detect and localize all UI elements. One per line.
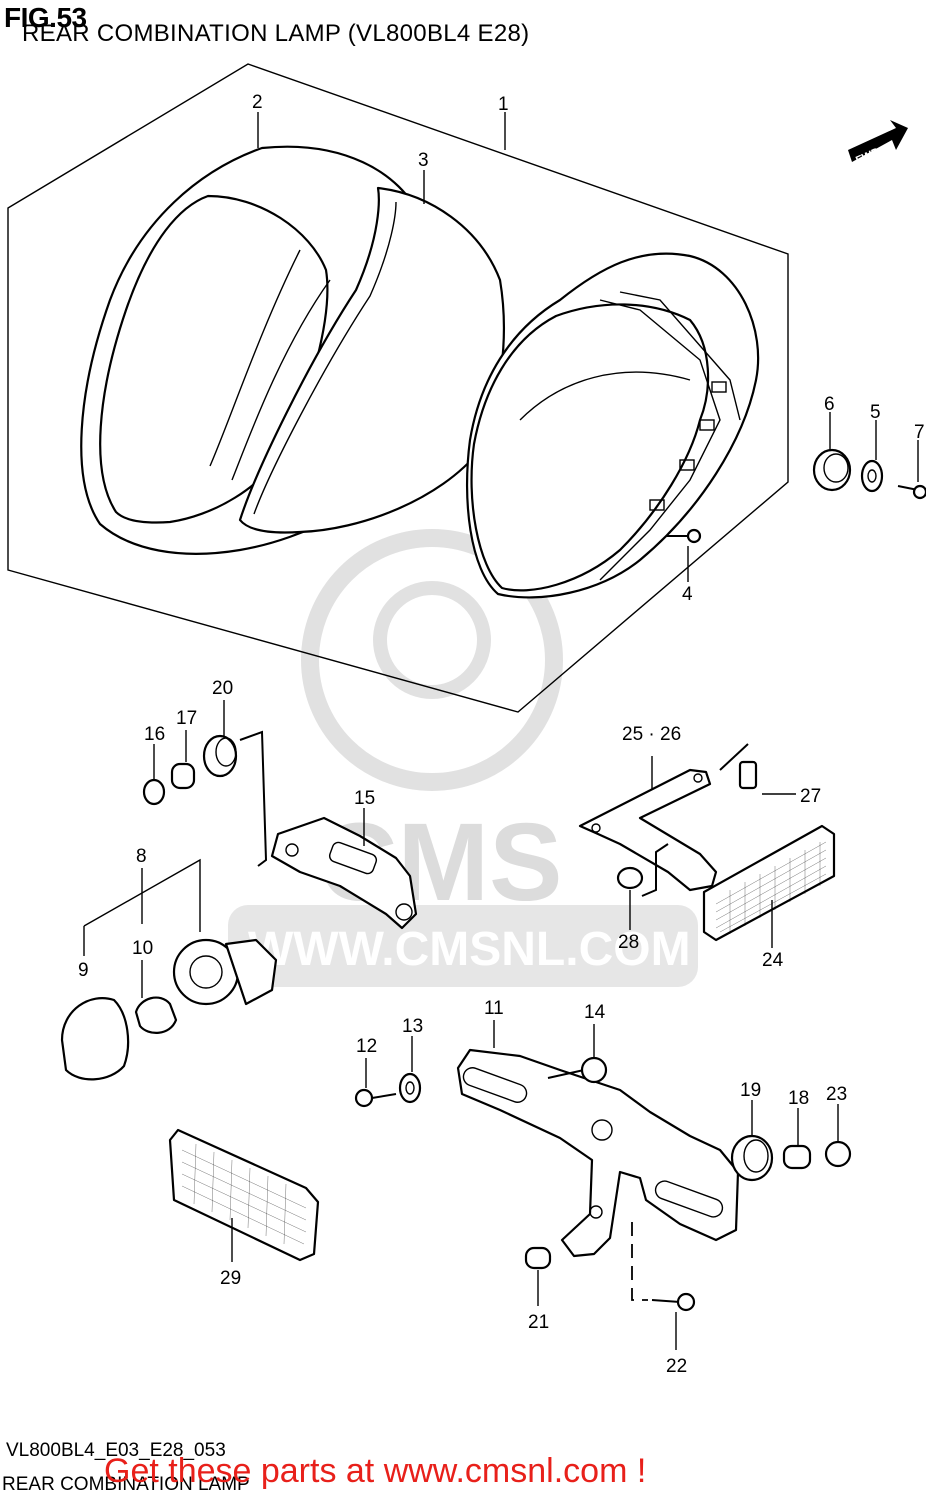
promo-link[interactable]: Get these parts at www.cmsnl.com ! [104, 1452, 647, 1490]
mount-line-22 [631, 1222, 648, 1301]
figure-number: FIG.53 [4, 2, 87, 33]
part-15-bracket [270, 816, 418, 930]
callout-4: 4 [682, 584, 693, 605]
callout-11: 11 [484, 998, 504, 1019]
callout-21: 21 [528, 1312, 549, 1333]
part-16-nut [142, 778, 166, 806]
part-14-nut [580, 1056, 608, 1084]
part-27-bolt [738, 760, 758, 790]
part-24-reflector [702, 824, 836, 942]
callout-10: 10 [132, 938, 153, 959]
part-1-lamp-housing [465, 252, 760, 599]
callout-13: 13 [402, 1016, 423, 1037]
part-11-license-bracket [456, 1048, 740, 1258]
watermark-url-bar [228, 905, 698, 987]
callout-20: 20 [212, 678, 233, 699]
watermark-logo-face [373, 581, 491, 699]
callout-2: 2 [252, 92, 263, 113]
footer-diagram-name: REAR COMBINATION LAMP [2, 1474, 250, 1495]
part-6-grommet [812, 448, 852, 492]
part-19-grommet [730, 1134, 774, 1182]
part-29-reflector [168, 1128, 320, 1262]
callout-29: 29 [220, 1268, 241, 1289]
callout-19: 19 [740, 1080, 761, 1101]
callout-18: 18 [788, 1088, 809, 1109]
callout-6: 6 [824, 394, 835, 415]
part-22-bolt [651, 1292, 696, 1312]
part-7-screw [897, 484, 926, 500]
callout-9: 9 [78, 960, 89, 981]
callout-27: 27 [800, 786, 821, 807]
part-23-nut [824, 1140, 852, 1168]
part-3-gasket [238, 186, 506, 534]
callout-17: 17 [176, 708, 197, 729]
mount-line-27 [719, 743, 749, 771]
figure-title: REAR COMBINATION LAMP (VL800BL4 E28) [22, 20, 530, 47]
part-9-lens [60, 997, 130, 1081]
watermark-url: WWW.CMSNL.COM [248, 923, 691, 976]
callout-7: 7 [914, 422, 925, 443]
callout-22: 22 [666, 1356, 687, 1377]
mount-line-15 [239, 730, 268, 867]
part-21-cap [524, 1246, 552, 1270]
part-5-washer [860, 459, 884, 493]
callout-25-26: 25 · 26 [622, 724, 681, 745]
callout-23: 23 [826, 1084, 847, 1105]
callout-3: 3 [418, 150, 429, 171]
callout-labels: 1 2 3 4 5 6 7 8 9 10 11 12 13 14 15 16 1… [78, 92, 925, 1377]
part-8-turn-signal-socket [172, 938, 278, 1006]
callout-8: 8 [136, 846, 147, 867]
part-18-collar [782, 1144, 812, 1170]
footer-diagram-code: VL800BL4_E03_E28_053 [6, 1440, 226, 1461]
part-17-collar [170, 762, 196, 790]
mount-line-28 [641, 843, 669, 897]
callout-1: 1 [498, 94, 509, 115]
callout-16: 16 [144, 724, 165, 745]
callout-12: 12 [356, 1036, 377, 1057]
leader-8-bracket [83, 858, 201, 932]
part-25-26-bracket [578, 768, 718, 892]
callout-14: 14 [584, 1002, 606, 1023]
part-28-nut [616, 866, 644, 890]
mount-line-14 [547, 1069, 585, 1079]
callout-28: 28 [618, 932, 639, 953]
fwd-arrow-icon: FWD [848, 120, 908, 167]
assembly-frame [7, 63, 789, 713]
watermark: CMS WWW.CMSNL.COM [228, 529, 698, 987]
part-4-screw [666, 528, 702, 544]
callout-15: 15 [354, 788, 375, 809]
watermark-logo-ring [301, 529, 563, 791]
part-13-washer [398, 1072, 422, 1104]
part-12-bolt [354, 1088, 397, 1108]
part-10-bulb [134, 996, 178, 1034]
callout-24: 24 [762, 950, 784, 971]
callout-5: 5 [870, 402, 881, 423]
part-20-grommet [202, 734, 238, 778]
